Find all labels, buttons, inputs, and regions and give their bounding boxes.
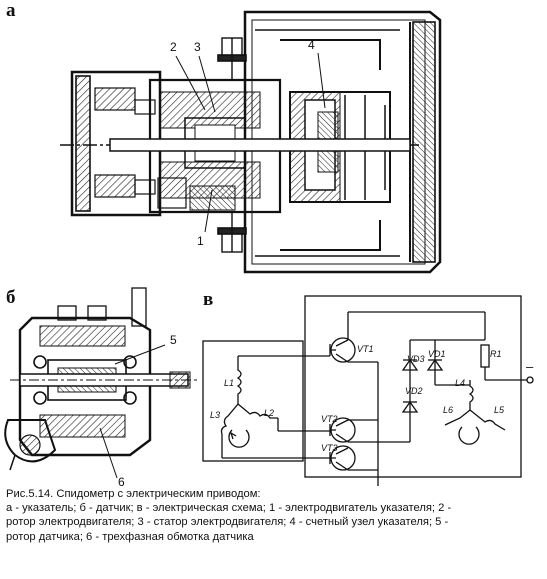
figure-drawing: 2 3 4 1 5 6 [4,10,534,486]
callout-1: 1 [197,234,204,248]
callout-5: 5 [170,333,177,347]
label-vt2: VT2 [321,414,338,424]
panel-label-c: в [203,289,214,310]
label-r1: R1 [490,349,502,359]
panel-label-a: а [6,0,16,21]
caption-line-3: ротор электродвигателя; 3 - статор элект… [6,516,449,529]
panel-label-b: б [6,287,16,308]
label-l2: L2 [264,408,274,418]
label-vt1: VT1 [357,344,374,354]
caption-line-2: а - указатель; б - датчик; в - электриче… [6,502,452,515]
indicator-drawing [60,10,442,274]
callout-2: 2 [170,40,177,54]
callout-3: 3 [194,40,201,54]
label-vd2: VD2 [405,386,423,396]
label-l1: L1 [224,378,234,388]
label-l4: L4 [455,378,465,388]
label-l5: L5 [494,405,505,415]
figure-caption: Рис.5.14. Спидометр с электрическим прив… [6,487,544,544]
label-vd3: VD3 [407,354,425,364]
sensor-drawing [4,287,200,471]
label-vt3: VT3 [321,443,338,453]
label-vd1: VD1 [428,349,446,359]
caption-line-1: Рис.5.14. Спидометр с электрическим прив… [6,488,261,500]
caption-line-4: ротор датчика; 6 - трехфазная обмотка да… [6,530,254,543]
label-l6: L6 [443,405,453,415]
schematic-drawing [202,295,534,486]
label-l3: L3 [210,410,220,420]
callout-6: 6 [118,475,125,486]
label-minus: – [526,359,534,374]
callout-4: 4 [308,38,315,52]
